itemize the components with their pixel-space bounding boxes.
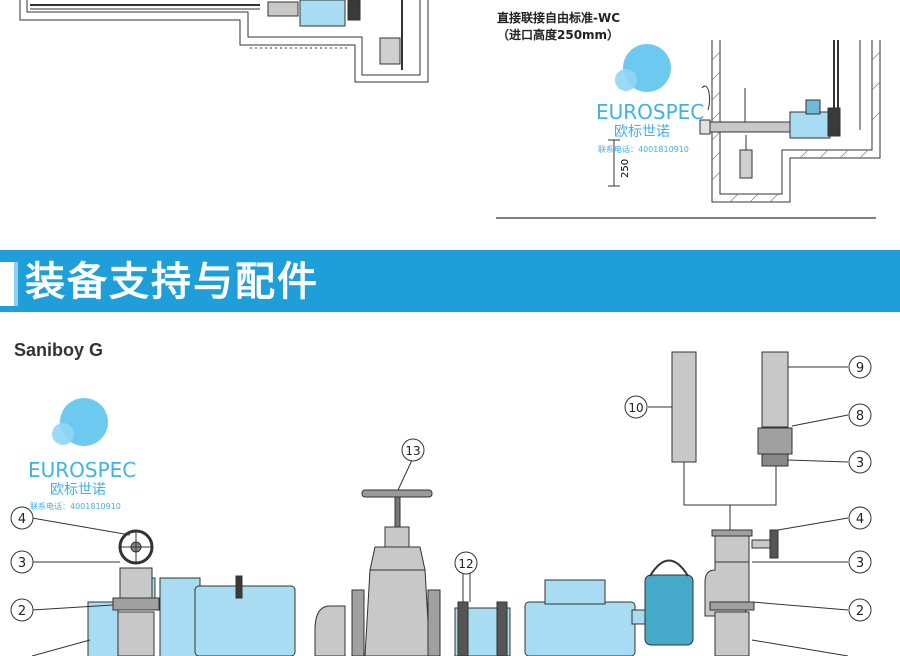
watermark-top: EUROSPEC 欧标世诺 联系电话：4001810910: [596, 44, 704, 154]
installation-diagrams: 250: [19, 0, 881, 219]
callout-13: [401, 438, 425, 462]
callout-left-3: [10, 550, 34, 574]
callout-4: [848, 506, 872, 530]
watermark-brand: EUROSPEC: [596, 100, 704, 124]
callout-label: 2: [18, 604, 26, 619]
droplet-logo-icon: [52, 398, 108, 446]
right-pump-assembly: [524, 559, 694, 656]
callout-3: [848, 450, 872, 474]
callout-label: 2: [856, 604, 864, 619]
banner-accent-bar-light: [14, 262, 18, 306]
callout-3b: [848, 550, 872, 574]
callout-label: 12: [458, 557, 473, 571]
callout-label: 10: [628, 401, 643, 415]
callout-left-4: [10, 506, 34, 530]
watermark-brand-cn: 欧标世诺: [614, 124, 670, 140]
install-caption-line2: （进口高度250mm）: [497, 28, 620, 42]
callout-10: [624, 395, 648, 419]
install-caption-line1: 直接联接自由标准-WC: [497, 11, 621, 25]
watermark-brand: EUROSPEC: [28, 458, 136, 482]
dimension-label: 250: [620, 159, 631, 178]
callout-2: [848, 598, 872, 622]
accessories-diagram: 9 8 3 4 3 2 10 13 12 4 3 2: [10, 351, 872, 656]
callout-label: 3: [856, 556, 864, 571]
right-install-diagram: [496, 40, 881, 219]
install-caption: 直接联接自由标准-WC （进口高度250mm）: [497, 10, 620, 44]
callout-9: [848, 355, 872, 379]
watermark-phone: 联系电话：4001810910: [598, 144, 689, 154]
callout-label: 13: [405, 444, 420, 458]
droplet-logo-icon: [615, 44, 671, 92]
watermark-brand-cn: 欧标世诺: [50, 482, 106, 498]
product-name: Saniboy G: [14, 340, 104, 360]
watermark-phone: 联系电话：4001810910: [30, 501, 121, 511]
right-pipe-stack: [671, 351, 793, 656]
callout-label: 4: [856, 512, 864, 527]
callout-label: 9: [856, 361, 864, 376]
gate-valve: [351, 457, 441, 656]
watermark-bottom: EUROSPEC 欧标世诺 联系电话：4001810910: [28, 398, 136, 511]
left-install-diagram: [19, 0, 429, 83]
callout-label: 3: [856, 456, 864, 471]
callout-left-2: [10, 598, 34, 622]
left-pump-assembly: [87, 529, 296, 656]
section-title: 装备支持与配件: [25, 258, 319, 305]
banner-accent-bar: [0, 262, 14, 306]
callout-label: 8: [856, 409, 864, 424]
section-banner: [0, 250, 900, 312]
callout-12: [454, 551, 478, 575]
callout-label: 4: [18, 512, 26, 527]
callout-label: 3: [18, 556, 26, 571]
callout-8: [848, 403, 872, 427]
pipe-coupling: [314, 573, 511, 656]
